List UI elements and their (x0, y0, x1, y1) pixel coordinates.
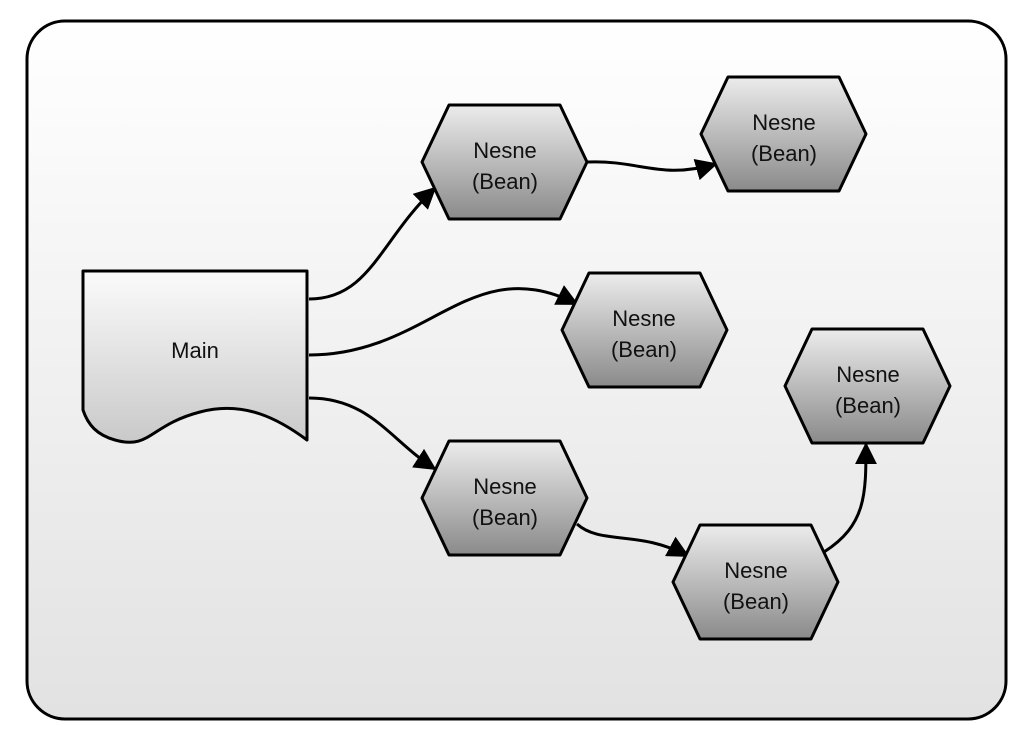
connector-main-to-node-2 (308, 285, 579, 357)
hexagon-shape (560, 271, 729, 389)
hexagon-shape (783, 327, 952, 445)
connector-node-3-to-node-4 (575, 522, 690, 558)
node-label-line2: (Bean) (472, 505, 538, 530)
node-label-line2: (Bean) (472, 169, 538, 194)
connector-main-to-node-3 (308, 396, 437, 471)
node-label-line2: (Bean) (751, 141, 817, 166)
hexagon-shape (699, 75, 868, 193)
node-1: Nesne (Bean) (699, 75, 868, 193)
hexagon-shape (671, 523, 840, 641)
node-label-line2: (Bean) (835, 393, 901, 418)
node-4: Nesne (Bean) (671, 523, 840, 641)
connector-node-0-to-node-1 (587, 158, 718, 181)
main-document-shape (81, 269, 309, 444)
node-label-line2: (Bean) (611, 337, 677, 362)
connector-main-to-node-0 (308, 186, 437, 301)
node-label-line1: Nesne (473, 474, 537, 499)
node-0: Nesne (Bean) (420, 103, 589, 221)
node-label-line1: Nesne (612, 306, 676, 331)
node-label-line1: Nesne (836, 362, 900, 387)
node-2: Nesne (Bean) (560, 271, 729, 389)
connector-node-4-to-node-5 (823, 442, 877, 554)
node-label-line1: Nesne (724, 558, 788, 583)
node-label-line2: (Bean) (723, 589, 789, 614)
main-node: Main (81, 269, 309, 444)
hexagon-shape (420, 439, 589, 557)
node-5: Nesne (Bean) (783, 327, 952, 445)
node-label-line1: Nesne (752, 110, 816, 135)
main-label: Main (171, 338, 219, 363)
node-3: Nesne (Bean) (420, 439, 589, 557)
node-label-line1: Nesne (473, 138, 537, 163)
hexagon-shape (420, 103, 589, 221)
